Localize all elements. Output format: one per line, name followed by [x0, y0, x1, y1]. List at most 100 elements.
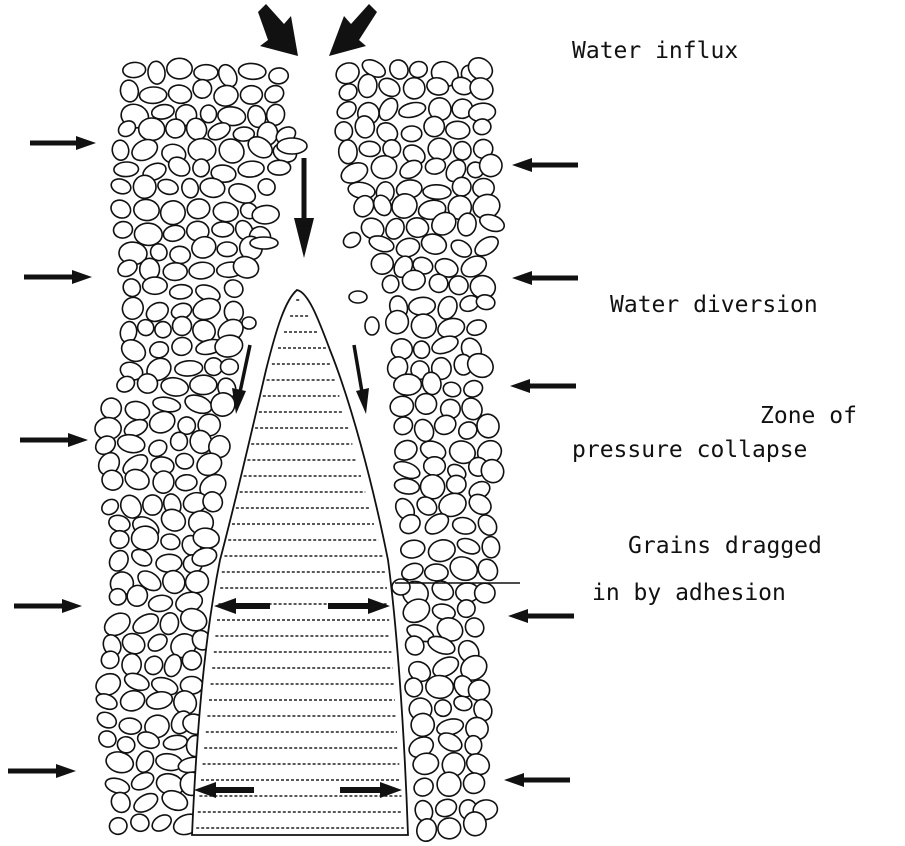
- grain: [106, 547, 132, 574]
- grain: [174, 360, 203, 377]
- grain: [357, 73, 378, 98]
- grain: [120, 276, 144, 300]
- pressure-arrow-left: [504, 773, 570, 787]
- grain: [133, 198, 160, 222]
- grain: [118, 717, 142, 735]
- label-zone-line1: Zone of: [760, 405, 857, 428]
- grain: [147, 594, 173, 614]
- grain: [170, 335, 193, 357]
- grain: [212, 201, 239, 223]
- grain: [359, 141, 381, 157]
- grain: [194, 64, 218, 80]
- grain: [108, 816, 129, 836]
- grain: [116, 432, 146, 455]
- grain: [112, 220, 134, 239]
- grain: [425, 675, 454, 699]
- grain: [158, 611, 181, 637]
- grain: [262, 83, 286, 106]
- grain: [408, 296, 436, 316]
- grain: [158, 505, 189, 535]
- grain: [423, 184, 451, 199]
- down-arrow-center: [294, 158, 314, 258]
- grain: [371, 253, 394, 275]
- grain: [119, 294, 146, 322]
- grain: [238, 63, 266, 81]
- grain: [131, 790, 161, 816]
- grain: [190, 375, 217, 395]
- influx-arrow-right: [329, 4, 377, 56]
- grain: [399, 538, 426, 560]
- grain: [268, 67, 288, 84]
- grain: [408, 59, 429, 79]
- label-grains-line1: Grains dragged: [628, 535, 822, 558]
- grain: [401, 126, 422, 142]
- grain: [118, 688, 147, 714]
- grain: [334, 98, 359, 122]
- grain: [414, 817, 438, 844]
- grain: [411, 416, 437, 444]
- grain: [221, 277, 246, 301]
- grain: [143, 495, 163, 516]
- grain: [160, 532, 182, 551]
- grain: [411, 775, 437, 800]
- grain: [96, 728, 119, 750]
- grain: [455, 536, 482, 557]
- grain: [175, 474, 198, 492]
- grain: [435, 294, 460, 322]
- grain: [128, 811, 152, 834]
- grain: [151, 470, 175, 495]
- grain: [388, 394, 415, 418]
- grain: [256, 177, 277, 197]
- grain: [173, 317, 192, 336]
- pressure-arrow-left: [512, 158, 578, 172]
- grain: [186, 198, 211, 221]
- grain: [475, 512, 501, 539]
- grain: [240, 85, 263, 105]
- grain: [442, 380, 463, 398]
- grain: [170, 431, 189, 451]
- grain: [119, 79, 140, 104]
- grain: [375, 95, 401, 124]
- grain: [436, 772, 461, 797]
- influx-arrows: [258, 4, 377, 56]
- grain: [139, 118, 165, 140]
- grain: [148, 340, 170, 360]
- label-grains-line2: in by adhesion: [592, 582, 786, 605]
- pressure-arrow-left: [510, 379, 576, 393]
- grain: [452, 140, 472, 161]
- grain: [437, 817, 461, 839]
- grain: [174, 452, 194, 470]
- grain: [446, 475, 467, 495]
- grain: [182, 392, 214, 417]
- grain: [154, 321, 172, 339]
- grain: [109, 589, 126, 605]
- grain: [462, 378, 485, 400]
- grain: [402, 76, 427, 101]
- grain: [94, 691, 120, 712]
- grain: [162, 734, 188, 752]
- grain: [108, 789, 133, 815]
- grain: [427, 137, 452, 161]
- pressure-arrow-right: [8, 764, 76, 778]
- grain: [169, 284, 193, 300]
- grain: [462, 614, 487, 640]
- grain: [391, 414, 416, 438]
- grain: [393, 374, 421, 396]
- pressure-arrow-right: [20, 433, 88, 447]
- pressure-arrow-left: [512, 271, 578, 285]
- grain: [108, 197, 134, 222]
- grain: [456, 419, 480, 443]
- grain: [111, 139, 130, 161]
- grain: [220, 359, 238, 375]
- grain: [156, 554, 183, 573]
- grain: [167, 58, 192, 79]
- grain: [147, 60, 166, 84]
- grain: [393, 477, 420, 496]
- grain: [481, 536, 501, 559]
- pressure-arrow-right: [14, 599, 82, 613]
- grain: [474, 582, 496, 604]
- grain: [424, 457, 446, 476]
- grain: [465, 736, 482, 755]
- grain: [169, 245, 191, 264]
- grain: [134, 749, 157, 775]
